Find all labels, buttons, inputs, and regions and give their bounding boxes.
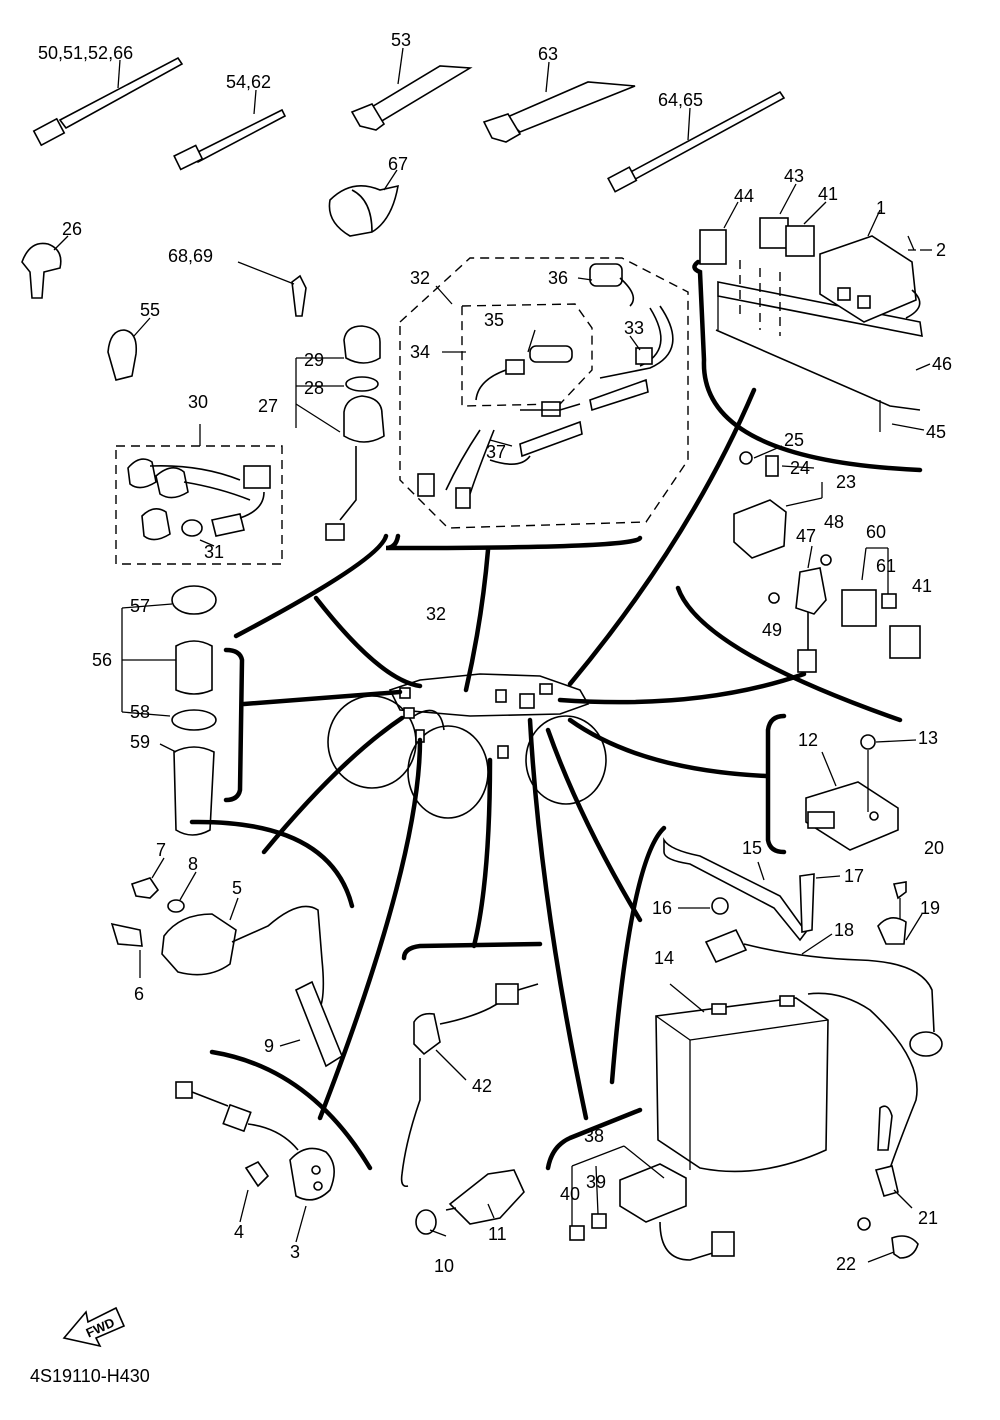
callout-37: 37: [486, 442, 506, 462]
callout-19: 19: [920, 898, 940, 918]
callout-68-69: 68,69: [168, 246, 213, 266]
clip-55: [107, 317, 151, 381]
callout-49: 49: [762, 620, 782, 640]
callout-67: 67: [388, 154, 408, 174]
callout-43: 43: [784, 166, 804, 186]
callout-41-mid: 41: [912, 576, 932, 596]
callout-40: 40: [560, 1184, 580, 1204]
callout-7: 7: [156, 840, 166, 860]
fwd-direction-arrow: FWD: [62, 1306, 126, 1348]
callout-64-65: 64,65: [658, 90, 703, 110]
callout-34: 34: [410, 342, 430, 362]
callout-10: 10: [434, 1256, 454, 1276]
callout-58: 58: [130, 702, 150, 722]
relay-unit-38: [569, 1145, 735, 1261]
callout-2: 2: [936, 240, 946, 260]
leader-curves: [189, 259, 923, 1171]
band-63: [482, 61, 636, 143]
callout-12: 12: [798, 730, 818, 750]
callout-60: 60: [866, 522, 886, 542]
callout-24: 24: [790, 458, 810, 478]
rectifier-regulator-12: [805, 734, 917, 851]
callout-23: 23: [836, 472, 856, 492]
callout-22: 22: [836, 1254, 856, 1274]
callout-32-mid: 32: [426, 604, 446, 624]
callout-54-62: 54,62: [226, 72, 271, 92]
callout-46: 46: [932, 354, 952, 374]
callout-26: 26: [62, 219, 82, 239]
relay-47-group: [768, 545, 921, 673]
cable-tie-54-62: [173, 89, 287, 171]
accessory-socket-56: [121, 585, 217, 836]
callout-3: 3: [290, 1242, 300, 1262]
callout-16: 16: [652, 898, 672, 918]
callout-39: 39: [586, 1172, 606, 1192]
callout-9: 9: [264, 1036, 274, 1056]
callout-13: 13: [918, 728, 938, 748]
callout-57: 57: [130, 596, 150, 616]
ecu-bracket-group: [699, 183, 932, 432]
cable-tie-64-65: [607, 90, 786, 193]
clamp-26: [21, 235, 69, 299]
callout-25: 25: [784, 430, 804, 450]
callout-47: 47: [796, 526, 816, 546]
callout-56: 56: [92, 650, 112, 670]
callout-15: 15: [742, 838, 762, 858]
callout-5: 5: [232, 878, 242, 898]
callout-53: 53: [391, 30, 411, 50]
lamp-socket-group-30: [115, 424, 283, 565]
ignition-switch-27: [295, 325, 385, 541]
callout-59: 59: [130, 732, 150, 752]
callout-18: 18: [834, 920, 854, 940]
callout-33: 33: [624, 318, 644, 338]
callout-8: 8: [188, 854, 198, 874]
callout-29: 29: [304, 350, 324, 370]
sensor-3: [175, 1081, 335, 1243]
callout-1: 1: [876, 198, 886, 218]
callout-11: 11: [488, 1224, 507, 1244]
callout-41-top: 41: [818, 184, 838, 204]
callout-32-top: 32: [410, 268, 430, 288]
callout-36: 36: [548, 268, 568, 288]
sensor-42: [400, 983, 539, 1188]
callout-45: 45: [926, 422, 946, 442]
callout-27: 27: [258, 396, 278, 416]
callout-50-51-52-66: 50,51,52,66: [38, 43, 133, 63]
callout-14: 14: [654, 948, 674, 968]
clamp-67: [328, 169, 399, 237]
callout-44: 44: [734, 186, 754, 206]
callout-35: 35: [484, 310, 504, 330]
ignition-coil-group: [110, 857, 343, 1068]
callout-31: 31: [204, 542, 224, 562]
diagram-code: 4S19110-H430: [30, 1366, 150, 1386]
vehicle-front-outline: [327, 673, 607, 819]
battery-group: [655, 837, 943, 1263]
callout-30: 30: [188, 392, 208, 412]
wire-harness-group-32: [399, 257, 689, 529]
callout-4: 4: [234, 1222, 244, 1242]
relay-starter-23: [733, 445, 823, 559]
callout-63: 63: [538, 44, 558, 64]
callout-labels: 50,51,52,66 53 63 54,62 64,65 67 26 68,6…: [38, 30, 952, 1276]
callout-28: 28: [304, 378, 324, 398]
callout-61: 61: [876, 556, 896, 576]
callout-21: 21: [918, 1208, 938, 1228]
callout-20: 20: [924, 838, 944, 858]
callout-42: 42: [472, 1076, 492, 1096]
callout-6: 6: [134, 984, 144, 1004]
callout-55: 55: [140, 300, 160, 320]
callout-17: 17: [844, 866, 864, 886]
cable-tie-50-51-52-66: [32, 56, 184, 147]
key-68-69: [237, 261, 307, 317]
callout-48: 48: [824, 512, 844, 532]
band-53: [350, 47, 473, 131]
callout-38: 38: [584, 1126, 604, 1146]
switch-11: [415, 1169, 525, 1237]
